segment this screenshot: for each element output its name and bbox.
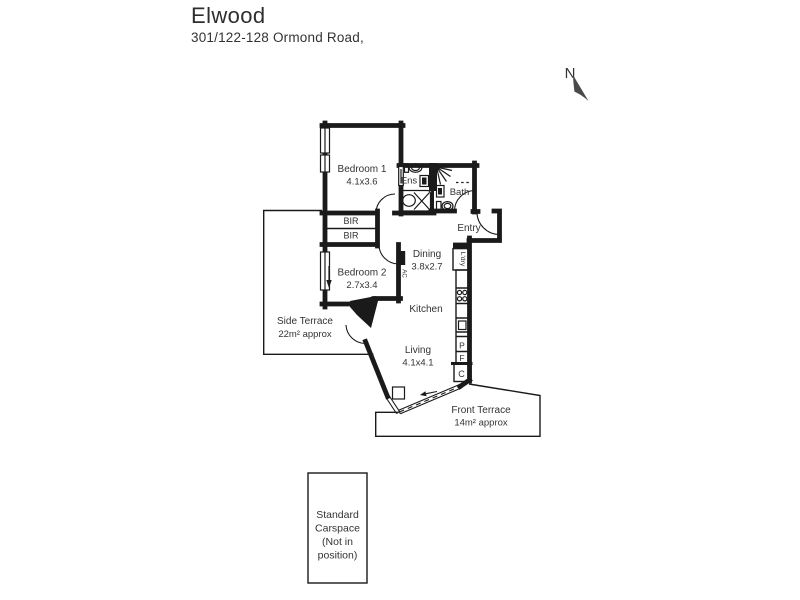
bir1-label: BIR [343,216,359,226]
kitchen-strip: L'dry P F C [451,242,473,383]
ensuite-label: Ens [401,176,418,187]
page-subtitle: 301/122-128 Ormond Road, [191,30,364,46]
side-terrace-door [345,324,366,345]
sink-icon [457,320,467,331]
bir2-label: BIR [343,231,359,241]
bath-toilet-bowl [441,201,454,212]
living-dims: 4.1x4.1 [402,358,433,369]
ensuite-fixtures [399,163,432,212]
carspace: Standard Carspace (Not in position) [307,472,368,584]
bath-toilet-tank [435,200,442,212]
ensuite-vanity [419,174,430,188]
carspace-line3: (Not in [322,536,353,548]
bath-door [453,189,476,212]
room-labels: Bedroom 1 4.1x3.6 Bedroom 2 2.7x3.4 Ens … [277,164,511,429]
ensuite-basin [422,177,427,185]
laundry-wall-band [453,242,470,249]
bedroom1-door [375,193,396,214]
ensuite-toilet-tank [403,163,410,173]
bedroom1-dims: 4.1x3.6 [346,177,377,188]
front-terrace-outline [375,383,541,437]
carspace-outline [307,472,368,584]
living-corner-window [385,395,400,414]
bathroom-fixtures [435,166,470,212]
bedroom1-label: Bedroom 1 [338,164,387,175]
north-arrow-icon [573,75,589,101]
living-glazing [385,383,463,415]
windows [319,127,332,291]
built-in-robes: BIR BIR [325,216,377,241]
ensuite-toilet-bowl [408,163,423,173]
north-compass: N [565,65,589,101]
dining-dims: 3.8x2.7 [411,262,442,273]
entry-label: Entry [457,223,480,234]
fridge-label: F [459,353,464,363]
ensuite-pocket-door [398,165,404,187]
column [391,386,406,400]
bedroom2-label: Bedroom 2 [338,268,387,279]
bedroom2-door [378,244,399,265]
side-terrace-area: 22m² approx [278,329,332,340]
bath-vanity [435,184,445,198]
front-terrace-area: 14m² approx [454,418,508,429]
bedroom2-window-arrow-icon [326,266,332,288]
bedroom2-dims: 2.7x3.4 [346,280,377,291]
plan-header: Elwood 301/122-128 Ormond Road, [191,4,364,45]
dining-label: Dining [413,249,441,260]
ac-label: AC [401,269,408,278]
kitchen-bench-dividers [456,287,469,353]
carspace-line2: Carspace [315,523,360,535]
entry-door [476,211,500,236]
sliding-door [398,383,463,415]
cooktop-icon [456,289,468,302]
shower-icon [435,166,453,185]
front-terrace-label: Front Terrace [451,405,511,416]
ac-block [398,251,406,265]
carspace-line4: position) [318,550,358,562]
side-terrace-label: Side Terrace [277,316,333,327]
ensuite-bathtub [399,189,432,212]
living-terrace-wall-pier [350,296,378,328]
slide-direction-arrow-icon [420,390,438,397]
door-arcs [345,189,500,345]
bath-label: Bath [450,187,470,198]
ac-unit: AC [398,251,408,278]
bath-basin [438,188,442,195]
ens-bath-divider-pier [429,163,437,191]
bath-toilet-bowl-inner [443,202,452,210]
laundry-label: L'dry [459,252,466,267]
ensuite-toilet-bowl-inner [411,164,421,172]
carspace-line1: Standard [316,509,359,521]
side-terrace-outline [263,209,374,355]
bedroom1-window-lower [319,154,331,173]
north-label: N [565,65,576,82]
bedroom1-window-upper [319,127,331,154]
pantry-label: P [459,341,465,351]
page-title: Elwood [191,3,266,28]
kitchen-label: Kitchen [409,304,442,315]
living-label: Living [405,345,431,356]
cupboard-label: C [458,369,465,379]
